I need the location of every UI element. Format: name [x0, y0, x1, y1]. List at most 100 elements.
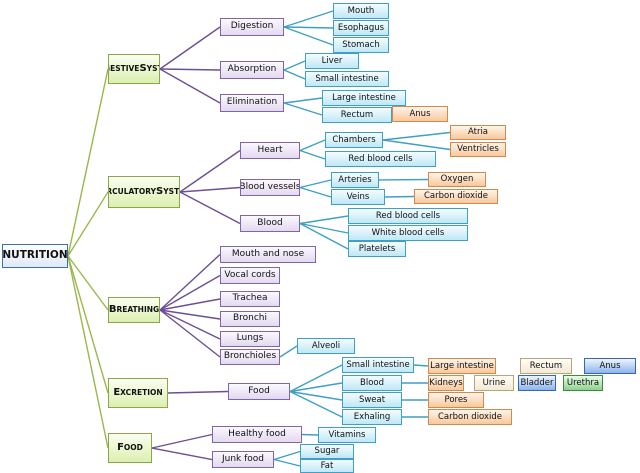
leaf-sugar: Sugar [300, 444, 354, 459]
subtopic-elimination: Elimination [220, 94, 284, 112]
leaf-rectum: Rectum [520, 358, 572, 374]
leaf-atria: Atria [450, 125, 506, 140]
leaf-alveoli: Alveoli [297, 338, 355, 354]
leaf-red-blood-cells: Red blood cells [325, 151, 436, 167]
leaf-veins: Veins [331, 189, 385, 205]
connector-line [279, 345, 298, 358]
connector-line [273, 450, 301, 461]
connector-line [273, 458, 301, 467]
connector-line [179, 186, 241, 193]
category-word: DIGESTIVE [109, 63, 140, 73]
leaf-chambers: Chambers [325, 132, 383, 148]
leaf-large-intestine: Large intestine [322, 90, 406, 106]
connector-line [67, 255, 109, 394]
leaf-oxygen: Oxygen [428, 172, 486, 187]
connector-line [159, 68, 221, 104]
connector-line [299, 222, 349, 250]
leaf-blood: Blood [342, 375, 402, 391]
leaf-pores: Pores [428, 392, 484, 408]
leaf-rectum: Rectum [322, 107, 392, 123]
connector-line [159, 26, 221, 70]
category-word: BREATHING [108, 303, 160, 315]
connector-line [283, 97, 323, 104]
leaf-liver: Liver [305, 53, 359, 69]
connector-line [299, 215, 349, 225]
connector-line [413, 364, 429, 367]
category-word: SYSTEM [139, 62, 159, 74]
connector-line [159, 68, 221, 71]
connector-line [179, 149, 241, 193]
connector-line [151, 433, 213, 449]
subtopic-mouth-and-nose: Mouth and nose [220, 246, 316, 263]
subtopic-blood: Blood [240, 215, 300, 232]
connector-line [299, 149, 326, 160]
subtopic-junk-food: Junk food [212, 451, 274, 468]
connector-line [289, 364, 343, 393]
connector-line [159, 309, 221, 358]
connector-line [283, 69, 306, 80]
category-digestive-system: DIGESTIVESYSTEM [108, 54, 160, 84]
connector-line [384, 195, 415, 198]
leaf-kidneys: Kidneys [428, 375, 464, 391]
category-word: FOOD [117, 441, 143, 453]
leaf-arteries: Arteries [331, 172, 379, 188]
leaf-ventricles: Ventricles [450, 142, 506, 157]
leaf-exhaling: Exhaling [342, 409, 402, 425]
connector-line [378, 178, 429, 181]
category-word: CIRCULATORY [108, 186, 157, 196]
connector-line [151, 447, 213, 461]
leaf-platelets: Platelets [348, 241, 406, 257]
connector-line [382, 131, 451, 141]
subtopic-food: Food [228, 383, 290, 400]
connector-line [283, 26, 334, 46]
leaf-anus: Anus [584, 358, 636, 374]
connector-line [159, 309, 221, 320]
category-food: FOOD [108, 433, 152, 463]
connector-line [67, 191, 109, 257]
connector-line [159, 253, 221, 311]
root-node-nutrition: NUTRITION [2, 244, 68, 268]
leaf-anus: Anus [392, 106, 448, 122]
connector-line [382, 139, 451, 151]
connector-line [283, 60, 306, 71]
connector-line [299, 222, 349, 234]
leaf-red-blood-cells: Red blood cells [348, 208, 468, 224]
leaf-fat: Fat [300, 459, 354, 473]
connector-line [289, 390, 343, 418]
leaf-white-blood-cells: White blood cells [348, 225, 468, 241]
subtopic-healthy-food: Healthy food [212, 426, 302, 443]
leaf-urine: Urine [474, 375, 514, 391]
leaf-carbon-dioxide: Carbon dioxide [414, 189, 498, 204]
subtopic-heart: Heart [240, 142, 300, 159]
subtopic-bronchioles: Bronchioles [220, 349, 280, 365]
leaf-small-intestine: Small intestine [305, 71, 389, 87]
subtopic-vocal-cords: Vocal cords [220, 267, 280, 284]
connector-line [299, 186, 332, 198]
connector-line [301, 433, 319, 436]
connector-line [159, 298, 221, 311]
subtopic-bronchi: Bronchi [220, 311, 280, 327]
subtopic-lungs: Lungs [220, 331, 280, 347]
category-word: SYSTEM [156, 185, 180, 197]
subtopic-absorption: Absorption [220, 61, 284, 79]
leaf-carbon-dioxide: Carbon dioxide [428, 409, 512, 425]
leaf-small-intestine: Small intestine [342, 357, 414, 373]
connector-line [289, 382, 343, 393]
connector-line [283, 102, 323, 116]
leaf-stomach: Stomach [333, 37, 389, 53]
category-excretion: EXCRETION [108, 378, 168, 408]
subtopic-digestion: Digestion [220, 18, 284, 36]
connector-line [299, 179, 332, 189]
connector-line [67, 68, 109, 257]
connector-line [289, 390, 343, 401]
leaf-large-intestine: Large intestine [428, 358, 496, 374]
connector-line [67, 255, 109, 311]
leaf-bladder: Bladder [518, 375, 556, 391]
connector-line [179, 191, 241, 225]
connector-line [283, 10, 334, 28]
connector-line [67, 255, 109, 449]
leaf-sweat: Sweat [342, 392, 402, 408]
connector-line [159, 309, 221, 340]
